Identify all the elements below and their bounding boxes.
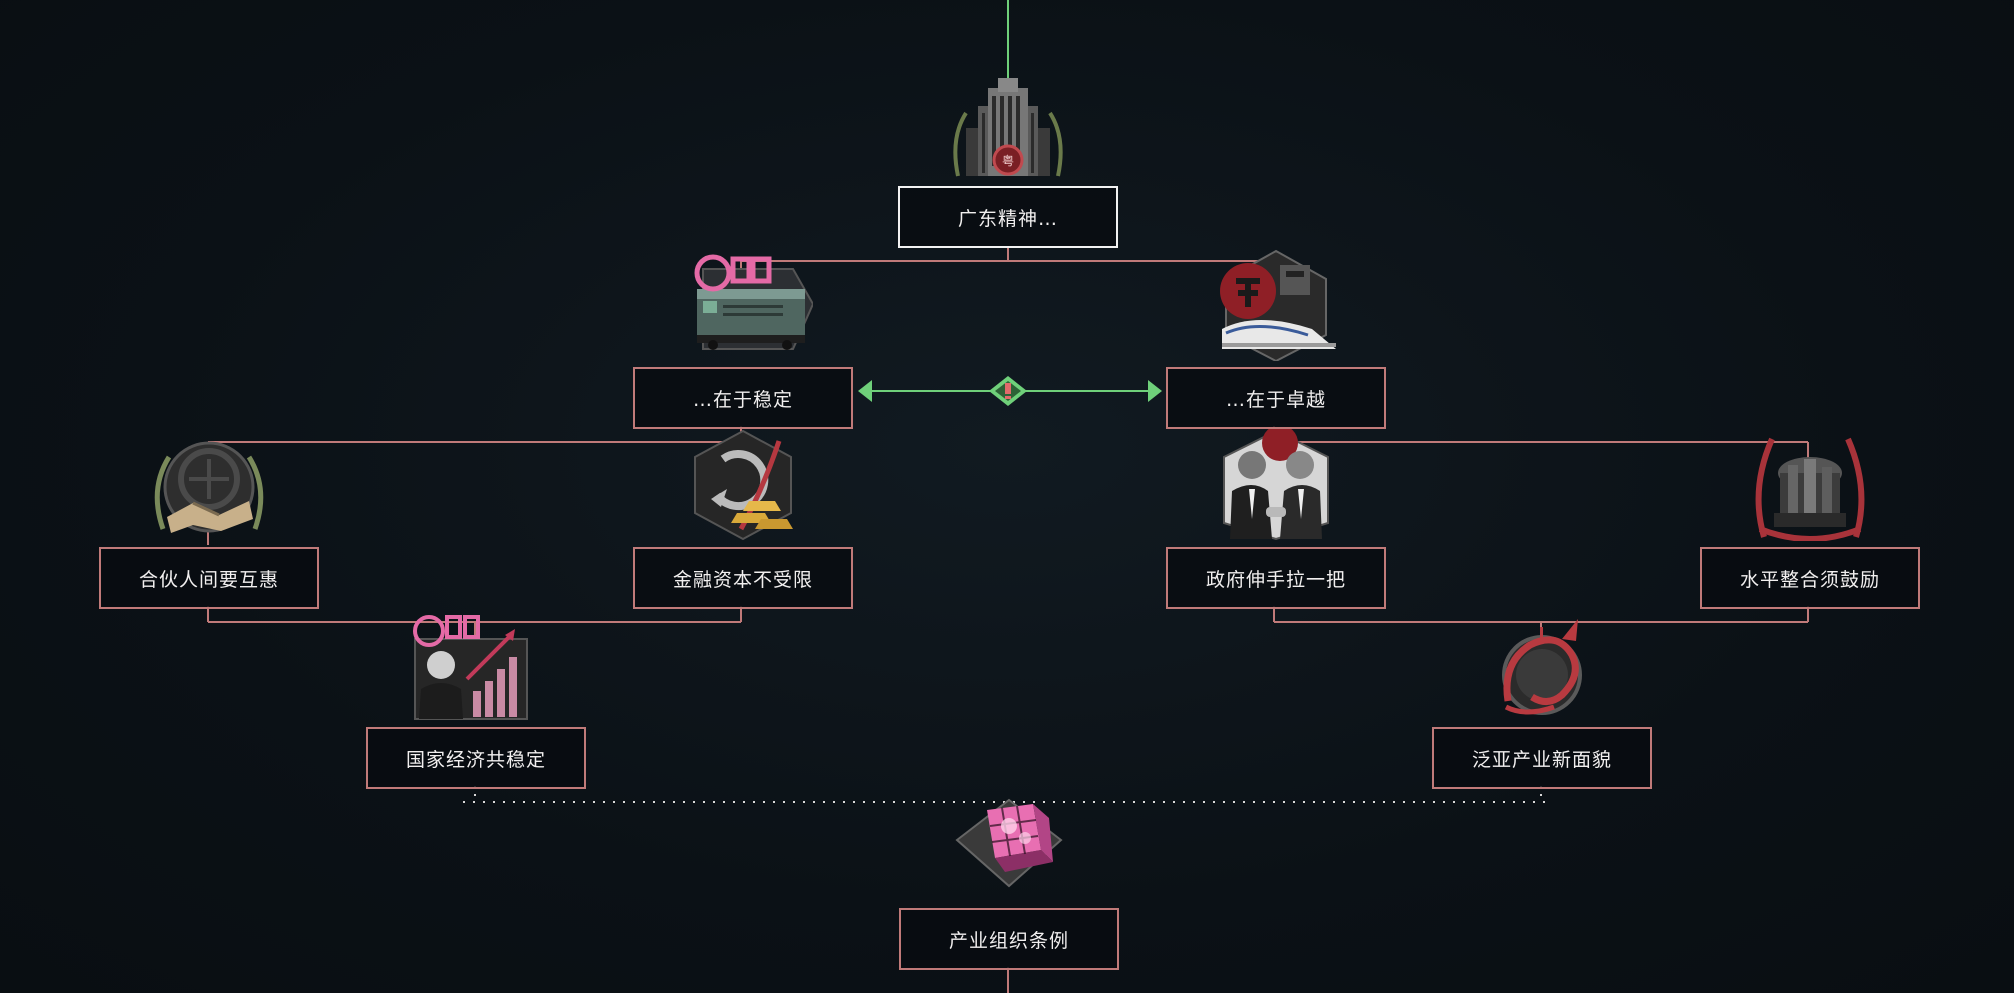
focus-title[interactable]: 金融资本不受限 bbox=[633, 547, 853, 609]
officials-handshake-icon bbox=[1223, 429, 1329, 541]
focus-title[interactable]: 泛亚产业新面貌 bbox=[1432, 727, 1652, 789]
focus-title[interactable]: 水平整合须鼓励 bbox=[1700, 547, 1920, 609]
svg-text:粤: 粤 bbox=[1002, 153, 1014, 168]
bullet-train-icon bbox=[1220, 249, 1336, 361]
focus-title[interactable]: 产业组织条例 bbox=[899, 908, 1119, 970]
focus-node[interactable]: 国家经济共稳定 bbox=[366, 609, 586, 789]
focus-title[interactable]: 政府伸手拉一把 bbox=[1166, 547, 1386, 609]
gold-bars-icon bbox=[694, 429, 793, 541]
focus-node[interactable]: 产业组织条例 bbox=[899, 790, 1119, 970]
focus-node[interactable]: 金融资本不受限 bbox=[633, 429, 853, 609]
crystal-cube-icon bbox=[955, 798, 1063, 888]
focus-node[interactable]: …在于稳定 bbox=[633, 249, 853, 429]
mutually-exclusive-marker bbox=[858, 376, 1162, 406]
focus-node[interactable]: 泛亚产业新面貌 bbox=[1432, 609, 1652, 789]
industrial-city-icon bbox=[1755, 437, 1865, 541]
focus-title[interactable]: …在于稳定 bbox=[633, 367, 853, 429]
bank-building-icon: 粤 bbox=[953, 78, 1063, 177]
focus-node[interactable]: 水平整合须鼓励 bbox=[1700, 429, 1920, 609]
focus-node[interactable]: …在于卓越 bbox=[1166, 249, 1386, 429]
locomotive-icon bbox=[694, 254, 813, 350]
focus-title[interactable]: 合伙人间要互惠 bbox=[99, 547, 319, 609]
focus-title[interactable]: 广东精神… bbox=[898, 186, 1118, 248]
focus-title[interactable]: …在于卓越 bbox=[1166, 367, 1386, 429]
handshake-icon bbox=[154, 441, 264, 533]
focus-node[interactable]: 合伙人间要互惠 bbox=[99, 429, 319, 609]
focus-title[interactable]: 国家经济共稳定 bbox=[366, 727, 586, 789]
economy-chart-icon bbox=[413, 615, 528, 720]
focus-node[interactable]: 政府伸手拉一把 bbox=[1166, 429, 1386, 609]
dragon-emblem-icon bbox=[1502, 619, 1582, 715]
focus-node[interactable]: 粤 广东精神… bbox=[898, 68, 1118, 248]
